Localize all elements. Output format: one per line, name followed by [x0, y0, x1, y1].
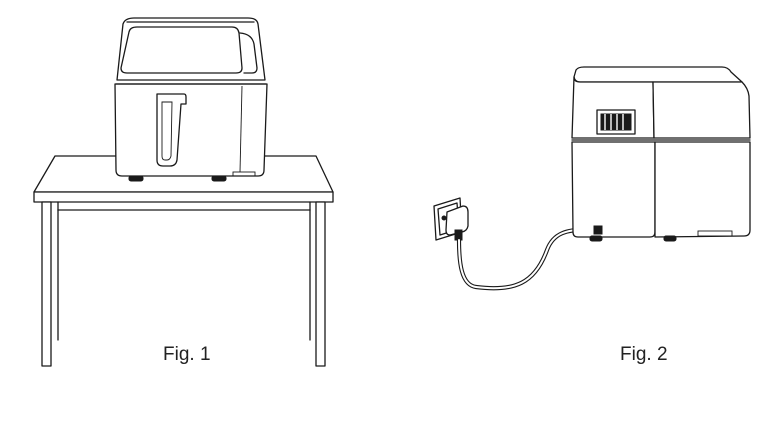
table	[33, 155, 334, 367]
rear-lower-panel	[571, 141, 656, 238]
air-fryer-rear	[571, 66, 751, 242]
rear-top-face	[573, 66, 743, 83]
table-leg-front-right	[315, 201, 326, 367]
fryer-vent	[232, 171, 256, 177]
power-plug	[445, 205, 469, 241]
cord-entry	[593, 225, 603, 235]
rear-vent-slot	[697, 230, 733, 237]
fig2-illustration	[433, 66, 751, 291]
plug-body	[445, 205, 469, 236]
fryer-foot-left	[128, 175, 144, 182]
rear-foot-right	[663, 235, 677, 242]
fryer-basket-side-line	[239, 85, 243, 173]
power-cord-inner	[458, 228, 597, 290]
fryer-handle-inner	[161, 101, 173, 161]
fryer-basket	[114, 83, 268, 177]
socket-hole-left	[441, 215, 447, 221]
rear-foot-left	[589, 235, 603, 242]
side-upper-panel	[652, 81, 751, 139]
air-fryer-front	[114, 17, 268, 182]
side-lower-panel	[654, 141, 751, 238]
table-edge	[33, 191, 334, 203]
fryer-control-panel	[120, 26, 243, 74]
fig1-illustration	[33, 17, 334, 367]
fig2-caption: Fig. 2	[620, 344, 668, 365]
fryer-side-curve	[239, 32, 258, 74]
fig1-caption: Fig. 1	[163, 344, 211, 365]
fryer-foot-right	[211, 175, 227, 182]
table-leg-front-left	[41, 201, 52, 367]
